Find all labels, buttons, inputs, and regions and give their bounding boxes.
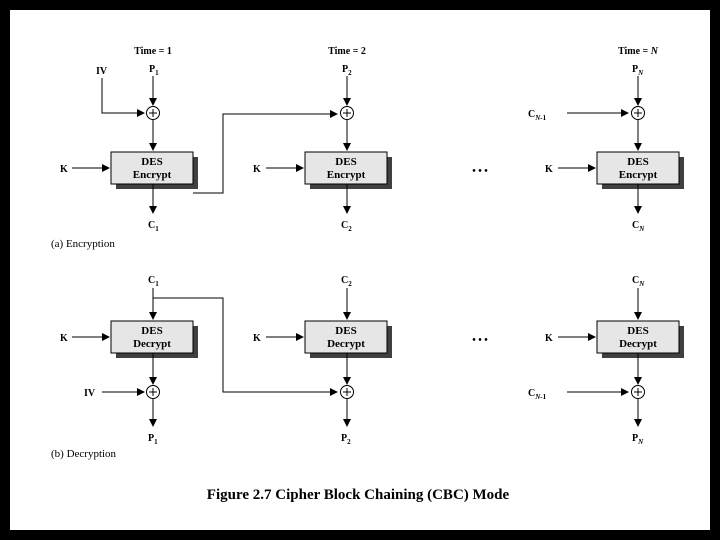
dec-iv: IV	[84, 388, 96, 399]
dec-key-2: K	[253, 333, 261, 344]
dec-stage-n: CN DES Decrypt K CN-1 PN	[528, 275, 684, 446]
enc-stage-1: P1 IV DES Encrypt K C1	[60, 64, 198, 233]
dec-key-n: K	[545, 333, 553, 344]
enc-iv: IV	[96, 66, 108, 77]
enc-des-box-n	[596, 151, 680, 185]
dec-key-1: K	[60, 333, 68, 344]
enc-prev-cipher: CN-1	[528, 109, 547, 122]
enc-des-box-1	[110, 151, 194, 185]
figure-caption: Figure 2.7 Cipher Block Chaining (CBC) M…	[207, 487, 510, 503]
svg-text:DES: DES	[335, 156, 356, 168]
svg-text:DES: DES	[335, 325, 356, 337]
enc-output-1: C1	[148, 220, 159, 233]
dec-des-box-n	[596, 320, 680, 354]
svg-text:DES: DES	[141, 325, 162, 337]
dec-output-2: P2	[341, 433, 351, 446]
svg-text:Encrypt: Encrypt	[619, 169, 658, 181]
enc-output-2: C2	[341, 220, 352, 233]
dec-output-n: PN	[632, 433, 644, 446]
cbc-diagram: Time = 1 Time = 2 Time = N P1 IV DES Enc…	[51, 46, 684, 503]
enc-output-n: CN	[632, 220, 645, 233]
enc-key-n: K	[545, 164, 553, 175]
time-label-2: Time = 2	[328, 46, 366, 57]
dec-prev-cipher: CN-1	[528, 388, 547, 401]
dec-des-box-1	[110, 320, 194, 354]
enc-input-n: PN	[632, 64, 644, 77]
slide: Time = 1 Time = 2 Time = N P1 IV DES Enc…	[10, 10, 710, 530]
dec-ellipsis: • • •	[472, 335, 488, 346]
enc-input-2: P2	[342, 64, 352, 77]
enc-key-1: K	[60, 164, 68, 175]
time-label-1: Time = 1	[134, 46, 172, 57]
dec-input-2: C2	[341, 275, 352, 288]
enc-input-1: P1	[149, 64, 159, 77]
dec-input-1: C1	[148, 275, 159, 288]
enc-stage-2: P2 DES Encrypt K C2	[253, 64, 392, 233]
svg-text:DES: DES	[141, 156, 162, 168]
dec-stage-1: C1 DES Decrypt K IV P1	[60, 275, 198, 446]
svg-text:Decrypt: Decrypt	[619, 338, 657, 350]
enc-ellipsis: • • •	[472, 166, 488, 177]
enc-key-2: K	[253, 164, 261, 175]
dec-des-box-2	[304, 320, 388, 354]
dec-output-1: P1	[148, 433, 158, 446]
enc-section-label: (a) Encryption	[51, 238, 115, 250]
enc-stage-n: PN CN-1 DES Encrypt K CN	[528, 64, 684, 233]
time-label-n: Time = N	[618, 46, 659, 57]
dec-section-label: (b) Decryption	[51, 448, 117, 460]
svg-text:Encrypt: Encrypt	[133, 169, 172, 181]
dec-chain-line	[153, 297, 338, 396]
svg-text:DES: DES	[627, 325, 648, 337]
dec-input-n: CN	[632, 275, 645, 288]
dec-stage-2: C2 DES Decrypt K P2	[253, 275, 392, 446]
svg-text:Decrypt: Decrypt	[327, 338, 365, 350]
svg-text:Encrypt: Encrypt	[327, 169, 366, 181]
svg-text:Decrypt: Decrypt	[133, 338, 171, 350]
enc-chain-line	[193, 110, 338, 194]
svg-text:DES: DES	[627, 156, 648, 168]
enc-des-box-2	[304, 151, 388, 185]
